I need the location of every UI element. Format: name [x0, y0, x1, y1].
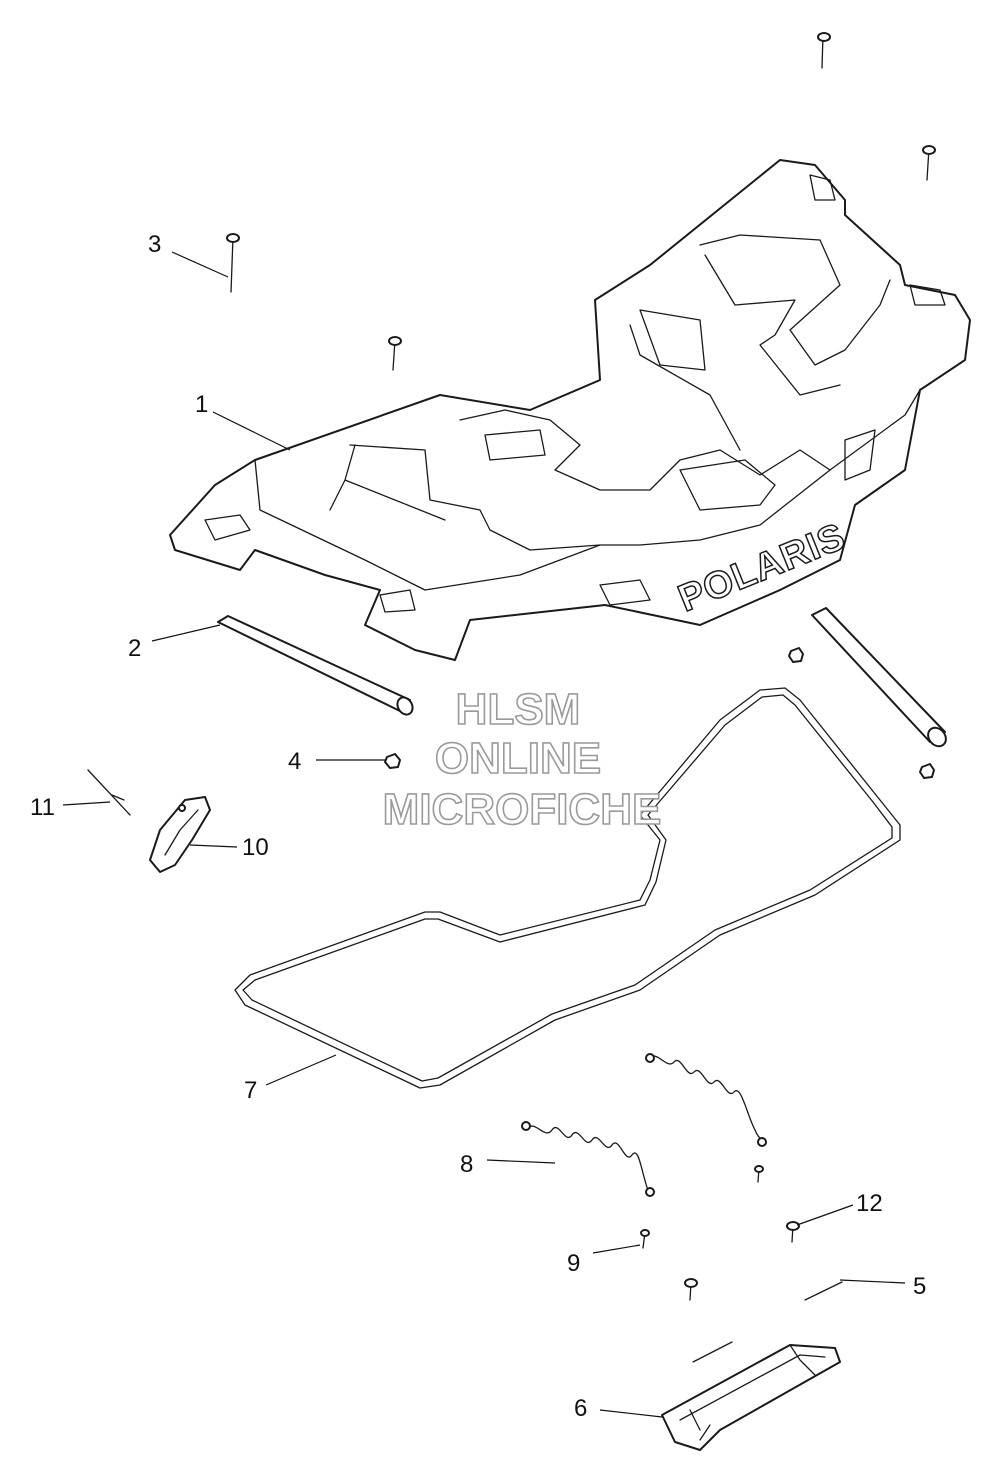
callout-3: 3	[148, 231, 161, 258]
callout-2: 2	[128, 635, 141, 662]
callout-5: 5	[913, 1273, 926, 1300]
seal-loop-part	[234, 687, 901, 1089]
tube-right-part	[811, 607, 947, 748]
screw-part-lower-left	[684, 1278, 698, 1301]
screw-part-top-1	[817, 32, 831, 69]
leaders	[62, 251, 906, 1418]
callout-10: 10	[242, 834, 269, 861]
callout-8: 8	[460, 1151, 473, 1178]
callout-9: 9	[567, 1250, 580, 1277]
latch-part	[149, 796, 211, 873]
watermark-line-1: HLSM	[456, 685, 581, 734]
spring-part-lower	[521, 1121, 655, 1197]
callout-11: 11	[30, 794, 55, 821]
bracket-part	[661, 1344, 841, 1451]
callout-6: 6	[574, 1395, 587, 1422]
callout-4: 4	[288, 748, 301, 775]
pin-part-5	[804, 1281, 843, 1301]
callout-1: 1	[195, 391, 208, 418]
spring-part-upper	[645, 1053, 767, 1147]
screw-part-lower-mid	[754, 1165, 764, 1183]
front-rack-part: POLARIS	[169, 159, 971, 661]
pin-part-lower	[692, 1341, 733, 1363]
callout-7: 7	[244, 1077, 257, 1104]
screw-part-mid	[388, 336, 402, 371]
nut-part-right-2	[919, 763, 935, 779]
nut-part-right-1	[788, 647, 804, 663]
screw-part-3	[226, 233, 240, 293]
screw-part-top-2	[922, 145, 936, 181]
callouts: 1 2 3 4 5 6 7 8 9 10 11 12	[30, 231, 926, 1422]
screw-part-9	[640, 1229, 650, 1249]
watermark-line-2: ONLINE	[435, 734, 601, 783]
watermark: HLSM ONLINE MICROFICHE	[382, 684, 662, 835]
screw-part-12	[786, 1221, 800, 1243]
watermark-line-3: MICROFICHE	[383, 785, 662, 834]
callout-12: 12	[856, 1190, 883, 1217]
tube-left-part	[217, 615, 414, 716]
cotter-pin-part	[87, 769, 131, 816]
nut-part-4	[384, 753, 401, 769]
